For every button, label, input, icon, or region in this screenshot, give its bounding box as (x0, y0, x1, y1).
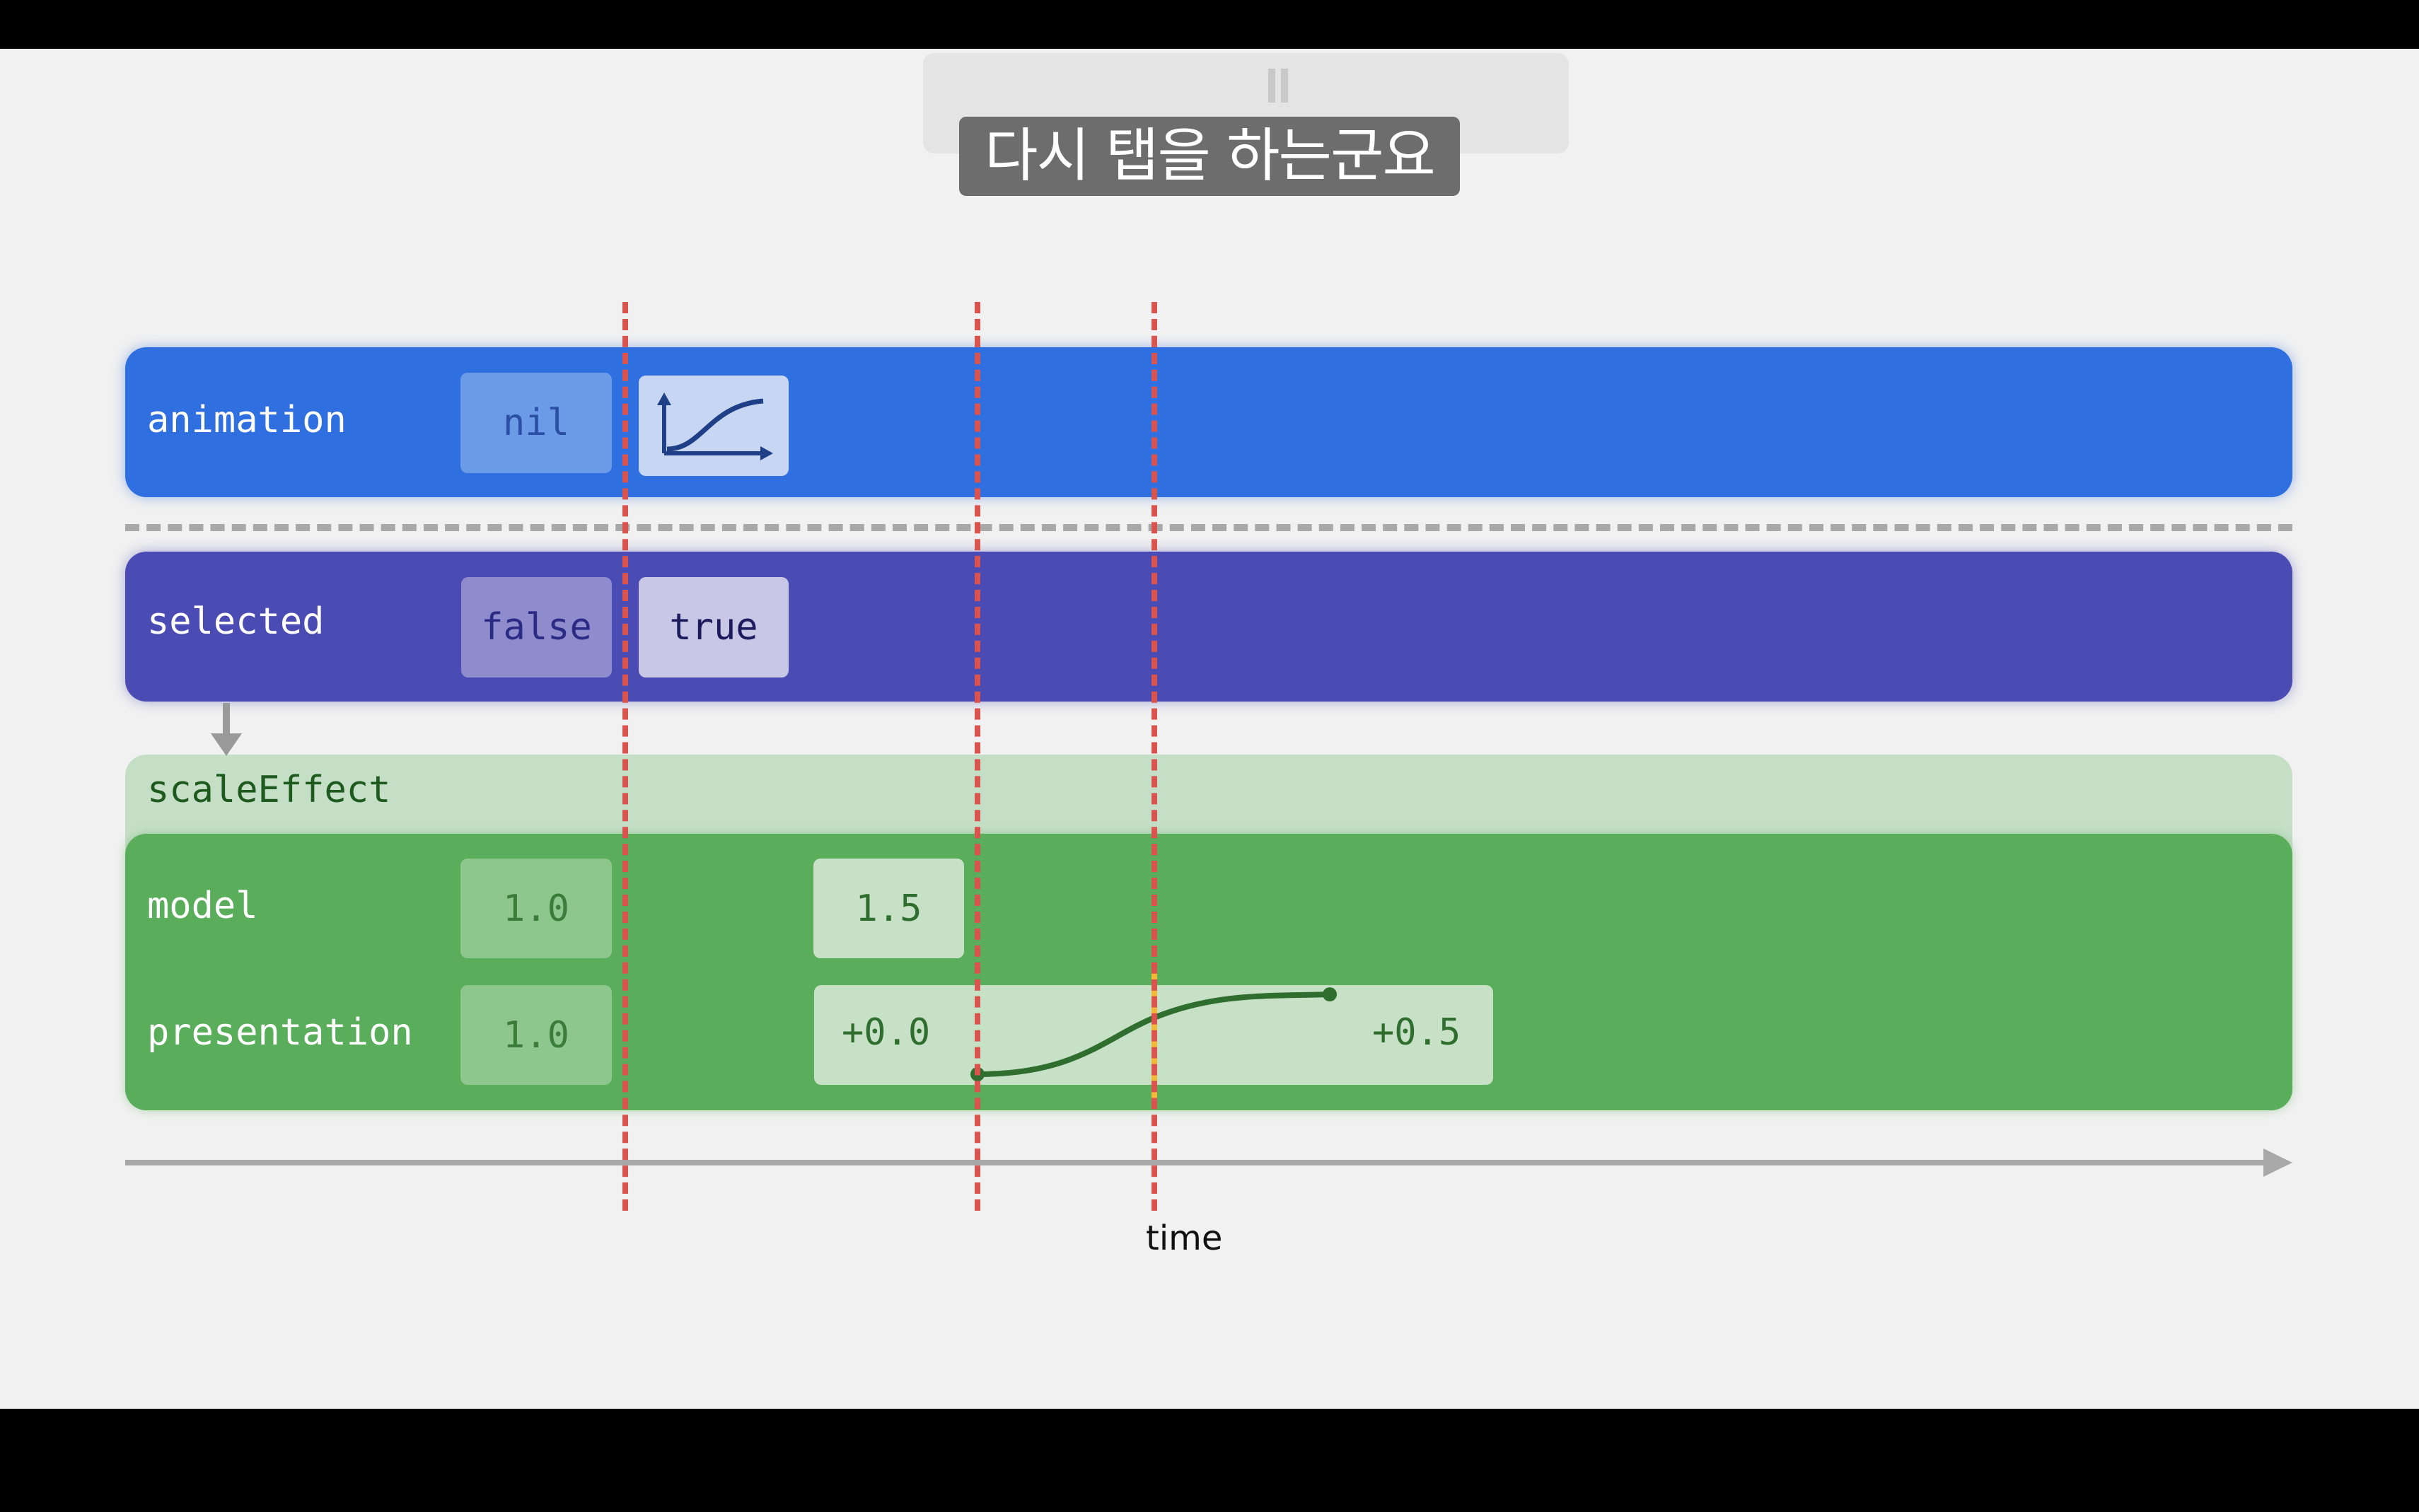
presentation-offset-start: +0.0 (842, 1011, 931, 1054)
presentation-label: presentation (147, 1011, 413, 1054)
selected-to-scale-arrow (211, 703, 242, 756)
animation-label: animation (147, 399, 347, 441)
scale-effect-label: scaleEffect (147, 769, 391, 811)
pause-icon[interactable] (1268, 69, 1275, 103)
dashed-separator (125, 524, 2292, 531)
subtitle-caption: 다시 탭을 하는군요 (959, 117, 1460, 196)
model-value-initial: 1.0 (460, 859, 612, 958)
time-axis (125, 1148, 2292, 1177)
ease-in-out-curve-icon (657, 392, 773, 460)
pause-icon-bar[interactable] (1281, 69, 1288, 103)
presentation-offset-end: +0.5 (1372, 1011, 1461, 1054)
slide-stage: 다시 탭을 하는군요 animation nil selected false … (0, 49, 2419, 1409)
model-label: model (147, 885, 258, 927)
selected-false-value: false (461, 577, 612, 678)
event-marker-line (975, 302, 980, 1211)
event-marker-line (1152, 302, 1157, 1211)
selected-label: selected (147, 600, 325, 643)
time-axis-arrow (2263, 1148, 2292, 1177)
event-marker-line (622, 302, 628, 1211)
animation-curve-value (639, 376, 789, 476)
time-axis-label: time (1146, 1219, 1223, 1258)
curve-end-dot (1323, 987, 1337, 1001)
model-value-new: 1.5 (813, 859, 964, 958)
presentation-value-initial: 1.0 (460, 985, 612, 1085)
diagram-overlay (125, 703, 2292, 1177)
animation-nil-value: nil (460, 373, 612, 473)
selected-true-value: true (639, 577, 789, 678)
